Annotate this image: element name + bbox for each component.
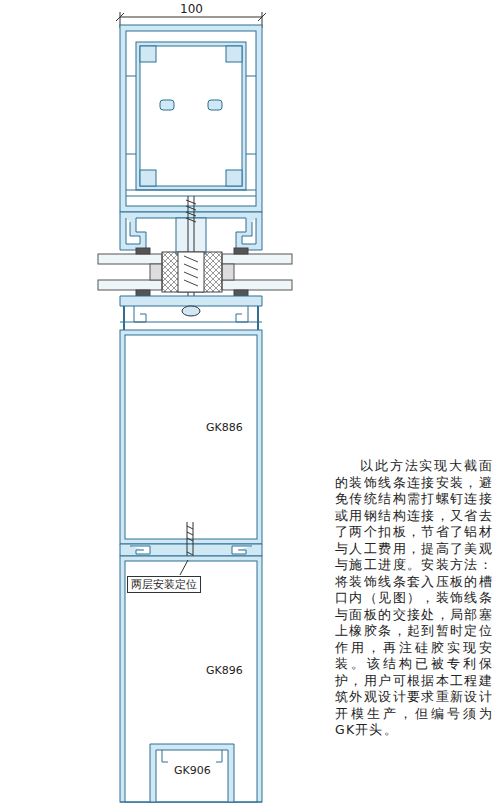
- pressure-plate: [120, 296, 262, 330]
- decorative-profile: [120, 330, 262, 544]
- leader-line: [180, 560, 188, 575]
- end-channel: [150, 744, 234, 802]
- decorative-profile: [120, 556, 262, 802]
- structural-gasket: [136, 248, 248, 296]
- callout-box: 两层安装定位: [127, 576, 201, 593]
- part-number: GK886: [204, 421, 245, 434]
- callout-text: 两层安装定位: [131, 578, 197, 591]
- part-number: GK906: [172, 764, 213, 777]
- note-paragraph: 以此方法实现大截面的装饰线条连接安装，避免传统结构需打螺钉连接或用钢结构连接，又…: [335, 458, 493, 739]
- dimension-value: 100: [180, 2, 203, 16]
- mullion-profile: [120, 25, 262, 254]
- part-number: GK896: [204, 664, 245, 677]
